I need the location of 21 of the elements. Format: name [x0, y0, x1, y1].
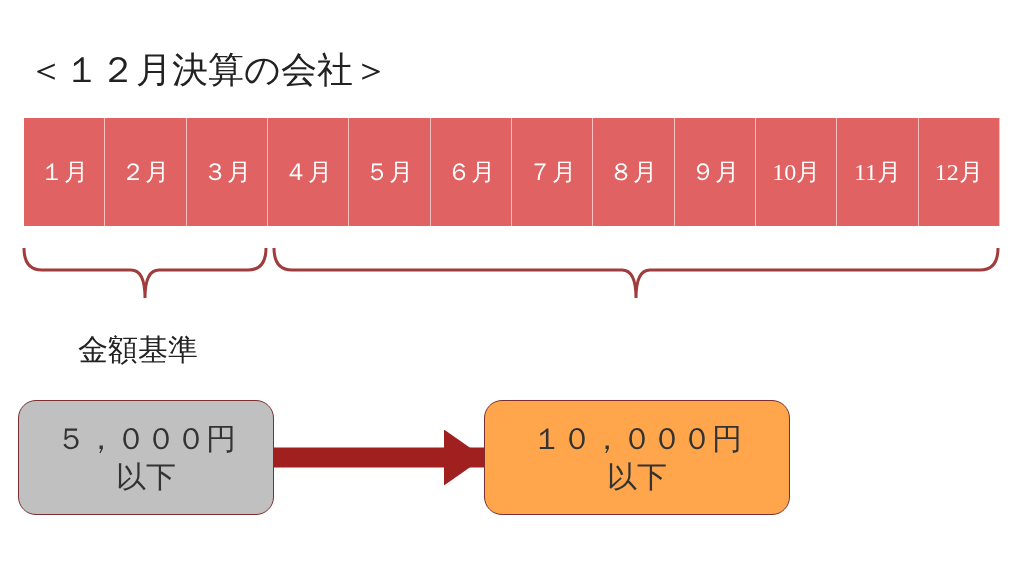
month-cell: 10月	[756, 118, 838, 226]
month-cell: ４月	[268, 118, 350, 226]
month-cell: ３月	[186, 118, 268, 226]
amount-text: １０，０００円	[532, 420, 742, 458]
month-cell: 12月	[918, 118, 1000, 226]
month-cell: ５月	[349, 118, 431, 226]
arrow	[274, 429, 484, 486]
amount-text: 以下	[116, 457, 176, 495]
month-cell: ２月	[105, 118, 187, 226]
month-cell: ９月	[674, 118, 756, 226]
note-text: 金額基準	[78, 332, 198, 368]
month-cell: ７月	[512, 118, 594, 226]
amount-box	[484, 400, 790, 515]
amount-text: 以下	[607, 457, 667, 495]
month-cell: ６月	[430, 118, 512, 226]
diagram-title: ＜１２月決算の会社＞	[28, 49, 389, 92]
month-cell: １月	[24, 118, 106, 226]
month-cell: 11月	[837, 118, 919, 226]
amount-box	[18, 400, 274, 515]
amount-text: ５，０００円	[56, 420, 236, 458]
month-cell: ８月	[593, 118, 675, 226]
